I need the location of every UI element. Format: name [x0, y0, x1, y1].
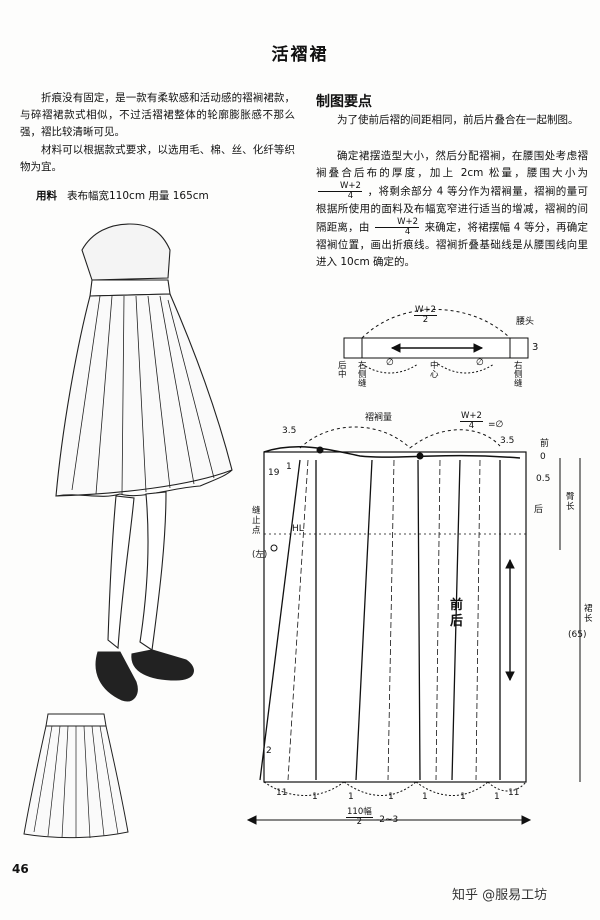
waistband-label: 腰头 [516, 317, 535, 327]
bottom-measure-7: 11 [508, 788, 520, 798]
bottom-measure-6: 1 [494, 792, 500, 802]
hip-length-label: 臀长 [566, 492, 575, 512]
waistband-phi-1: ∅ [386, 358, 394, 368]
pleat-amount-label: 褶裥量 [365, 413, 393, 423]
front-marker-top: 前 [540, 439, 550, 449]
waistband-back-center: 后中 [338, 361, 347, 380]
bottom-measure-1: 1 [312, 792, 318, 802]
fabric-label: 用料 [36, 190, 57, 202]
bottom-suffix: -2~3 [376, 815, 399, 825]
measure-2: 2 [266, 746, 272, 756]
measure-0: 0 [540, 452, 546, 462]
hip-line-label: HL [292, 524, 304, 534]
measure-0-5: 0.5 [536, 474, 551, 484]
section-text-c: 来确定，将裙摆幅 4 等分，再确定褶裥位置，画出折痕线。褶裥折叠基础线是从腰围线… [316, 221, 588, 269]
bottom-measure-3: 1 [388, 792, 394, 802]
waistband-right-side-2: 右侧缝 [514, 361, 523, 389]
slit-stop-label: 缝止点 [252, 506, 261, 536]
measure-3-5-right: 3.5 [500, 436, 515, 446]
bottom-measure-2: 1 [348, 792, 354, 802]
waistband-right-side-1: 右侧缝 [358, 361, 367, 389]
measure-19: 19 [268, 468, 280, 478]
watermark: 知乎 @服易工坊 [452, 888, 548, 903]
waistband-center: 中心 [430, 361, 439, 380]
fabric-info: 用料表布幅宽110cm 用量 165cm [36, 188, 209, 203]
front-back-label: 前后 [450, 598, 464, 629]
waistband-phi-2: ∅ [476, 358, 484, 368]
intro-paragraph-1: 折痕没有固定，是一款有柔软感和活动感的褶裥裙款，与碎褶裙款式相似，不过活褶裙整体… [20, 92, 295, 138]
back-marker-right: 后 [534, 505, 544, 515]
waistband-drawing [343, 309, 529, 374]
section-heading: 制图要点 [316, 94, 372, 110]
page-title: 活褶裙 [271, 45, 329, 65]
intro-paragraph-2: 材料可以根据款式要求，以选用毛、棉、丝、化纤等织物为宜。 [20, 144, 295, 173]
bottom-measure-5: 1 [460, 792, 466, 802]
figure-illustration [55, 223, 233, 702]
skirt-length-label: 裙长 [584, 604, 593, 624]
waistband-height: 3 [532, 342, 539, 353]
small-skirt-illustration [23, 713, 129, 839]
bottom-measure-4: 1 [422, 792, 428, 802]
fabric-value: 表布幅宽110cm 用量 165cm [67, 190, 209, 202]
section-text-a: 确定裙摆造型大小，然后分配褶裥，在腰围处考虑褶裥叠合后布的厚度，加上 2cm 松… [316, 150, 588, 179]
page-number: 46 [12, 862, 29, 876]
left-marker: (左) [252, 550, 268, 560]
measure-3-5-left: 3.5 [282, 426, 297, 436]
section-paragraph-2: 确定裙摆造型大小，然后分配褶裥，在腰围处考虑褶裥叠合后布的厚度，加上 2cm 松… [316, 148, 588, 271]
measure-1: 1 [286, 462, 292, 472]
section-paragraph-1: 为了使前后褶的间距相同，前后片叠合在一起制图。 [337, 114, 579, 126]
skirt-length-value: (65) [568, 630, 587, 640]
skirt-pattern [246, 426, 581, 825]
skirt-fraction-eq: =∅ [488, 420, 504, 430]
section-text-b: ，将剩余部分 4 等分作为褶裥量，褶裥的量可根据所使用的面料及布幅宽窄进行适当的… [316, 185, 588, 234]
bottom-measure-0: 11 [276, 788, 288, 798]
